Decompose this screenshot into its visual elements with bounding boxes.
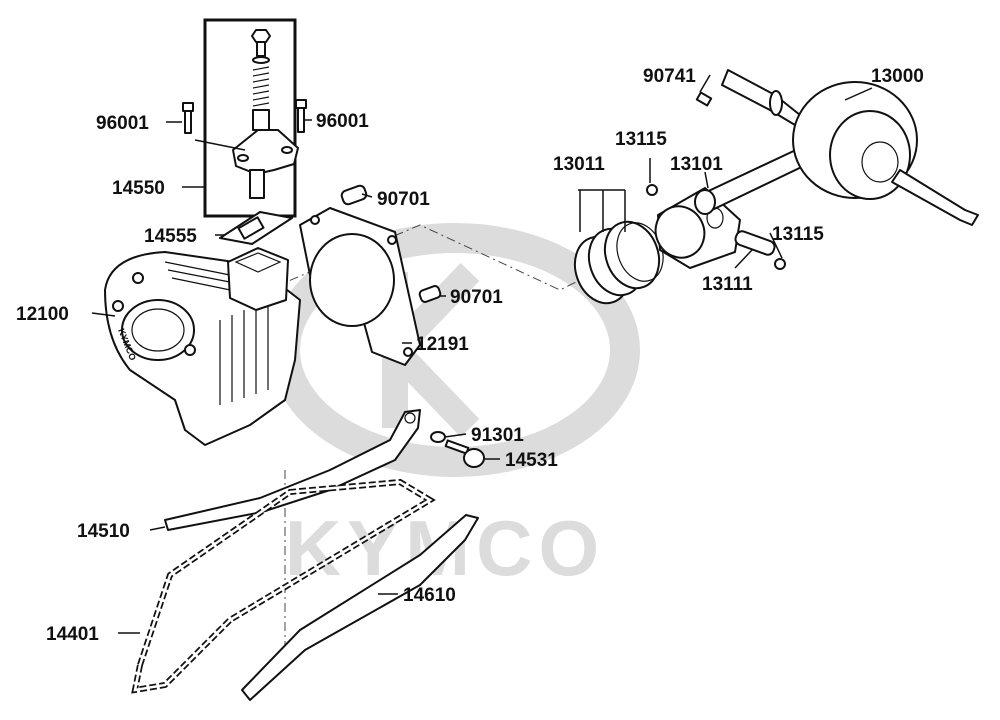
label-90701-upper: 90701 [377,189,430,210]
label-13000: 13000 [871,66,924,87]
label-14610: 14610 [403,585,456,606]
chain-guide [241,514,479,701]
label-14531: 14531 [505,450,558,471]
cam-chain [131,478,436,694]
tensioner-slipper [164,409,421,531]
crankshaft [694,69,979,226]
dowel-pin-upper [340,184,368,206]
cylinder-gasket [299,207,421,366]
cylinder-block: KYMCO [104,247,301,446]
piston-pin [734,230,776,256]
label-14555: 14555 [144,226,197,247]
label-13115-lower: 13115 [772,224,824,245]
piston [654,187,741,269]
label-14401: 14401 [46,624,99,645]
label-96001-left: 96001 [96,113,149,134]
cam-chain-tensioner [232,29,299,199]
bolt-96001-right [295,99,307,133]
label-14510: 14510 [77,521,130,542]
label-13115-upper: 13115 [615,129,667,150]
leader-lines [91,74,873,634]
label-13011: 13011 [553,154,605,175]
pin-clip-lower [774,258,786,270]
woodruff-key [695,91,713,107]
label-90701-lower: 90701 [450,287,503,308]
bolt-96001-left [182,102,194,134]
sealing-washer [430,431,446,443]
label-96001-right: 96001 [316,111,369,132]
label-13101: 13101 [670,154,723,175]
label-14550: 14550 [112,178,165,199]
tensioner-group-box [203,18,297,218]
piston-rings [573,220,664,305]
pin-clip-upper [646,184,658,196]
tensioner-pivot-bolt [444,439,485,468]
label-12191: 12191 [416,334,469,355]
label-12100: 12100 [16,304,69,325]
label-13111: 13111 [702,274,753,295]
label-91301: 91301 [471,425,524,446]
dowel-pin-lower [418,285,442,303]
label-90741: 90741 [643,66,696,87]
